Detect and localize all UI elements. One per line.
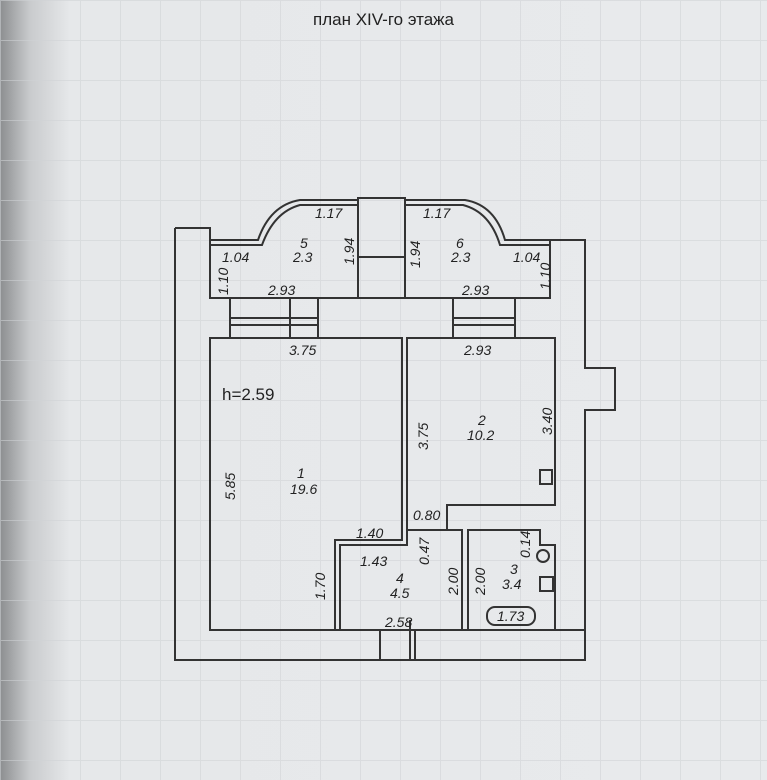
dim: 2.93	[463, 342, 491, 358]
room-2-number: 2	[477, 412, 486, 428]
room-6-number: 6	[456, 235, 464, 251]
plan-title: план XIV-го этажа	[313, 10, 454, 29]
dim: 2.00	[445, 568, 461, 596]
dim: 1.17	[423, 205, 451, 221]
outer-wall	[174, 227, 616, 661]
room-1-number: 1	[297, 465, 305, 481]
room-1-area: 19.6	[290, 481, 317, 497]
room-3-number: 3	[510, 561, 518, 577]
dim: 0.47	[416, 537, 432, 565]
room-5-number: 5	[300, 235, 308, 251]
dim: 3.40	[539, 408, 555, 435]
balcony-5-outer	[210, 204, 358, 246]
room-4-area: 4.5	[390, 585, 410, 601]
room-6-area: 2.3	[450, 249, 471, 265]
bathroom-tag: 1.73	[497, 608, 524, 624]
dim: 2.93	[461, 282, 489, 298]
dim: 0.80	[413, 507, 440, 523]
dim: 0.14	[517, 531, 533, 558]
room-3-outline	[467, 529, 556, 631]
dim: 5.85	[222, 473, 238, 500]
toilet-icon	[536, 549, 550, 563]
window-right	[452, 298, 516, 338]
dim: 1.40	[356, 525, 383, 541]
room-4-outline	[339, 529, 463, 631]
room-4-number: 4	[396, 570, 404, 586]
entry-door	[379, 620, 416, 660]
window-left	[229, 298, 319, 338]
dim: 1.17	[315, 205, 343, 221]
dim: 1.70	[312, 573, 328, 600]
balcony-6-outline	[404, 199, 551, 299]
dim: 1.04	[513, 249, 540, 265]
dim: 1.94	[341, 238, 357, 265]
dim: 2.00	[472, 568, 488, 596]
balcony-6-outer	[405, 204, 550, 246]
room-1-outline	[209, 337, 403, 631]
dim: 3.75	[415, 423, 431, 450]
dim: 3.75	[289, 342, 316, 358]
dim: 2.93	[267, 282, 295, 298]
room-3-area: 3.4	[502, 576, 522, 592]
dim: 1.94	[407, 241, 423, 268]
dim: 1.10	[215, 268, 231, 295]
dim: 1.10	[537, 263, 553, 290]
sink-icon	[539, 576, 554, 592]
dim: 2.58	[384, 614, 412, 630]
room-2-area: 10.2	[467, 427, 494, 443]
dim: 1.43	[360, 553, 387, 569]
dim: 1.04	[222, 249, 249, 265]
middle-block	[357, 197, 406, 299]
tag-frame	[486, 606, 536, 626]
sink-icon	[539, 469, 553, 485]
room-5-area: 2.3	[292, 249, 313, 265]
ceiling-height: h=2.59	[222, 385, 274, 404]
